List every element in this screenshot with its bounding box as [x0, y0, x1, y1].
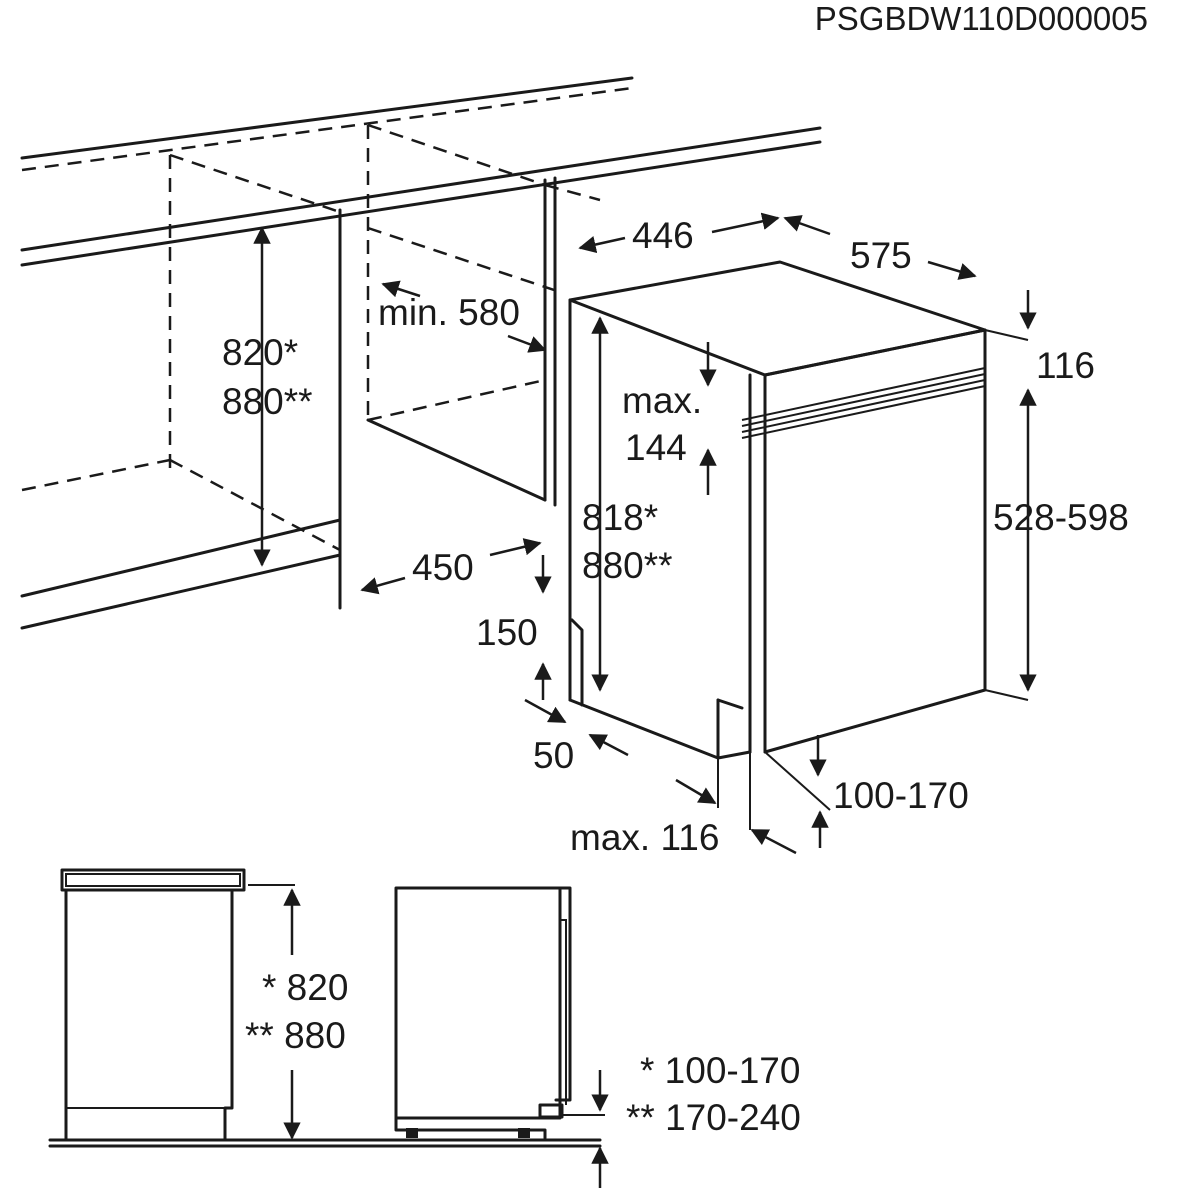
front-view — [48, 868, 602, 1148]
side-view — [394, 886, 609, 1188]
dim-150-label: 150 — [476, 612, 538, 653]
document-code: PSGBDW110D000005 — [815, 0, 1148, 37]
niche-height-label-1: 820* — [222, 332, 298, 373]
panel-528-598-label: 528-598 — [993, 497, 1129, 538]
depth-575-label: 575 — [850, 235, 912, 276]
min-depth-label: min. 580 — [378, 292, 520, 333]
panel-144-label: 144 — [625, 427, 687, 468]
width-450-label: 450 — [412, 547, 474, 588]
side-height-label-2: ** 880 — [245, 1015, 346, 1056]
niche-height-label-2: 880** — [222, 381, 313, 422]
max-116-label: max. 116 — [570, 817, 719, 858]
top-116-label: 116 — [1036, 345, 1095, 386]
height-880-label: 880** — [582, 545, 673, 586]
dim-50-label: 50 — [533, 735, 574, 776]
dishwasher-body — [568, 260, 987, 760]
kitchen-niche — [20, 76, 822, 630]
panel-max-label: max. — [622, 380, 702, 421]
side-plinth-label-1: * 100-170 — [640, 1050, 800, 1091]
height-818-label: 818* — [582, 497, 658, 538]
side-height-label-1: * 820 — [262, 967, 348, 1008]
plinth-label: 100-170 — [833, 775, 969, 816]
dimension-lines — [253, 212, 1037, 855]
side-plinth-label-2: ** 170-240 — [626, 1097, 801, 1138]
width-446-label: 446 — [632, 215, 694, 256]
